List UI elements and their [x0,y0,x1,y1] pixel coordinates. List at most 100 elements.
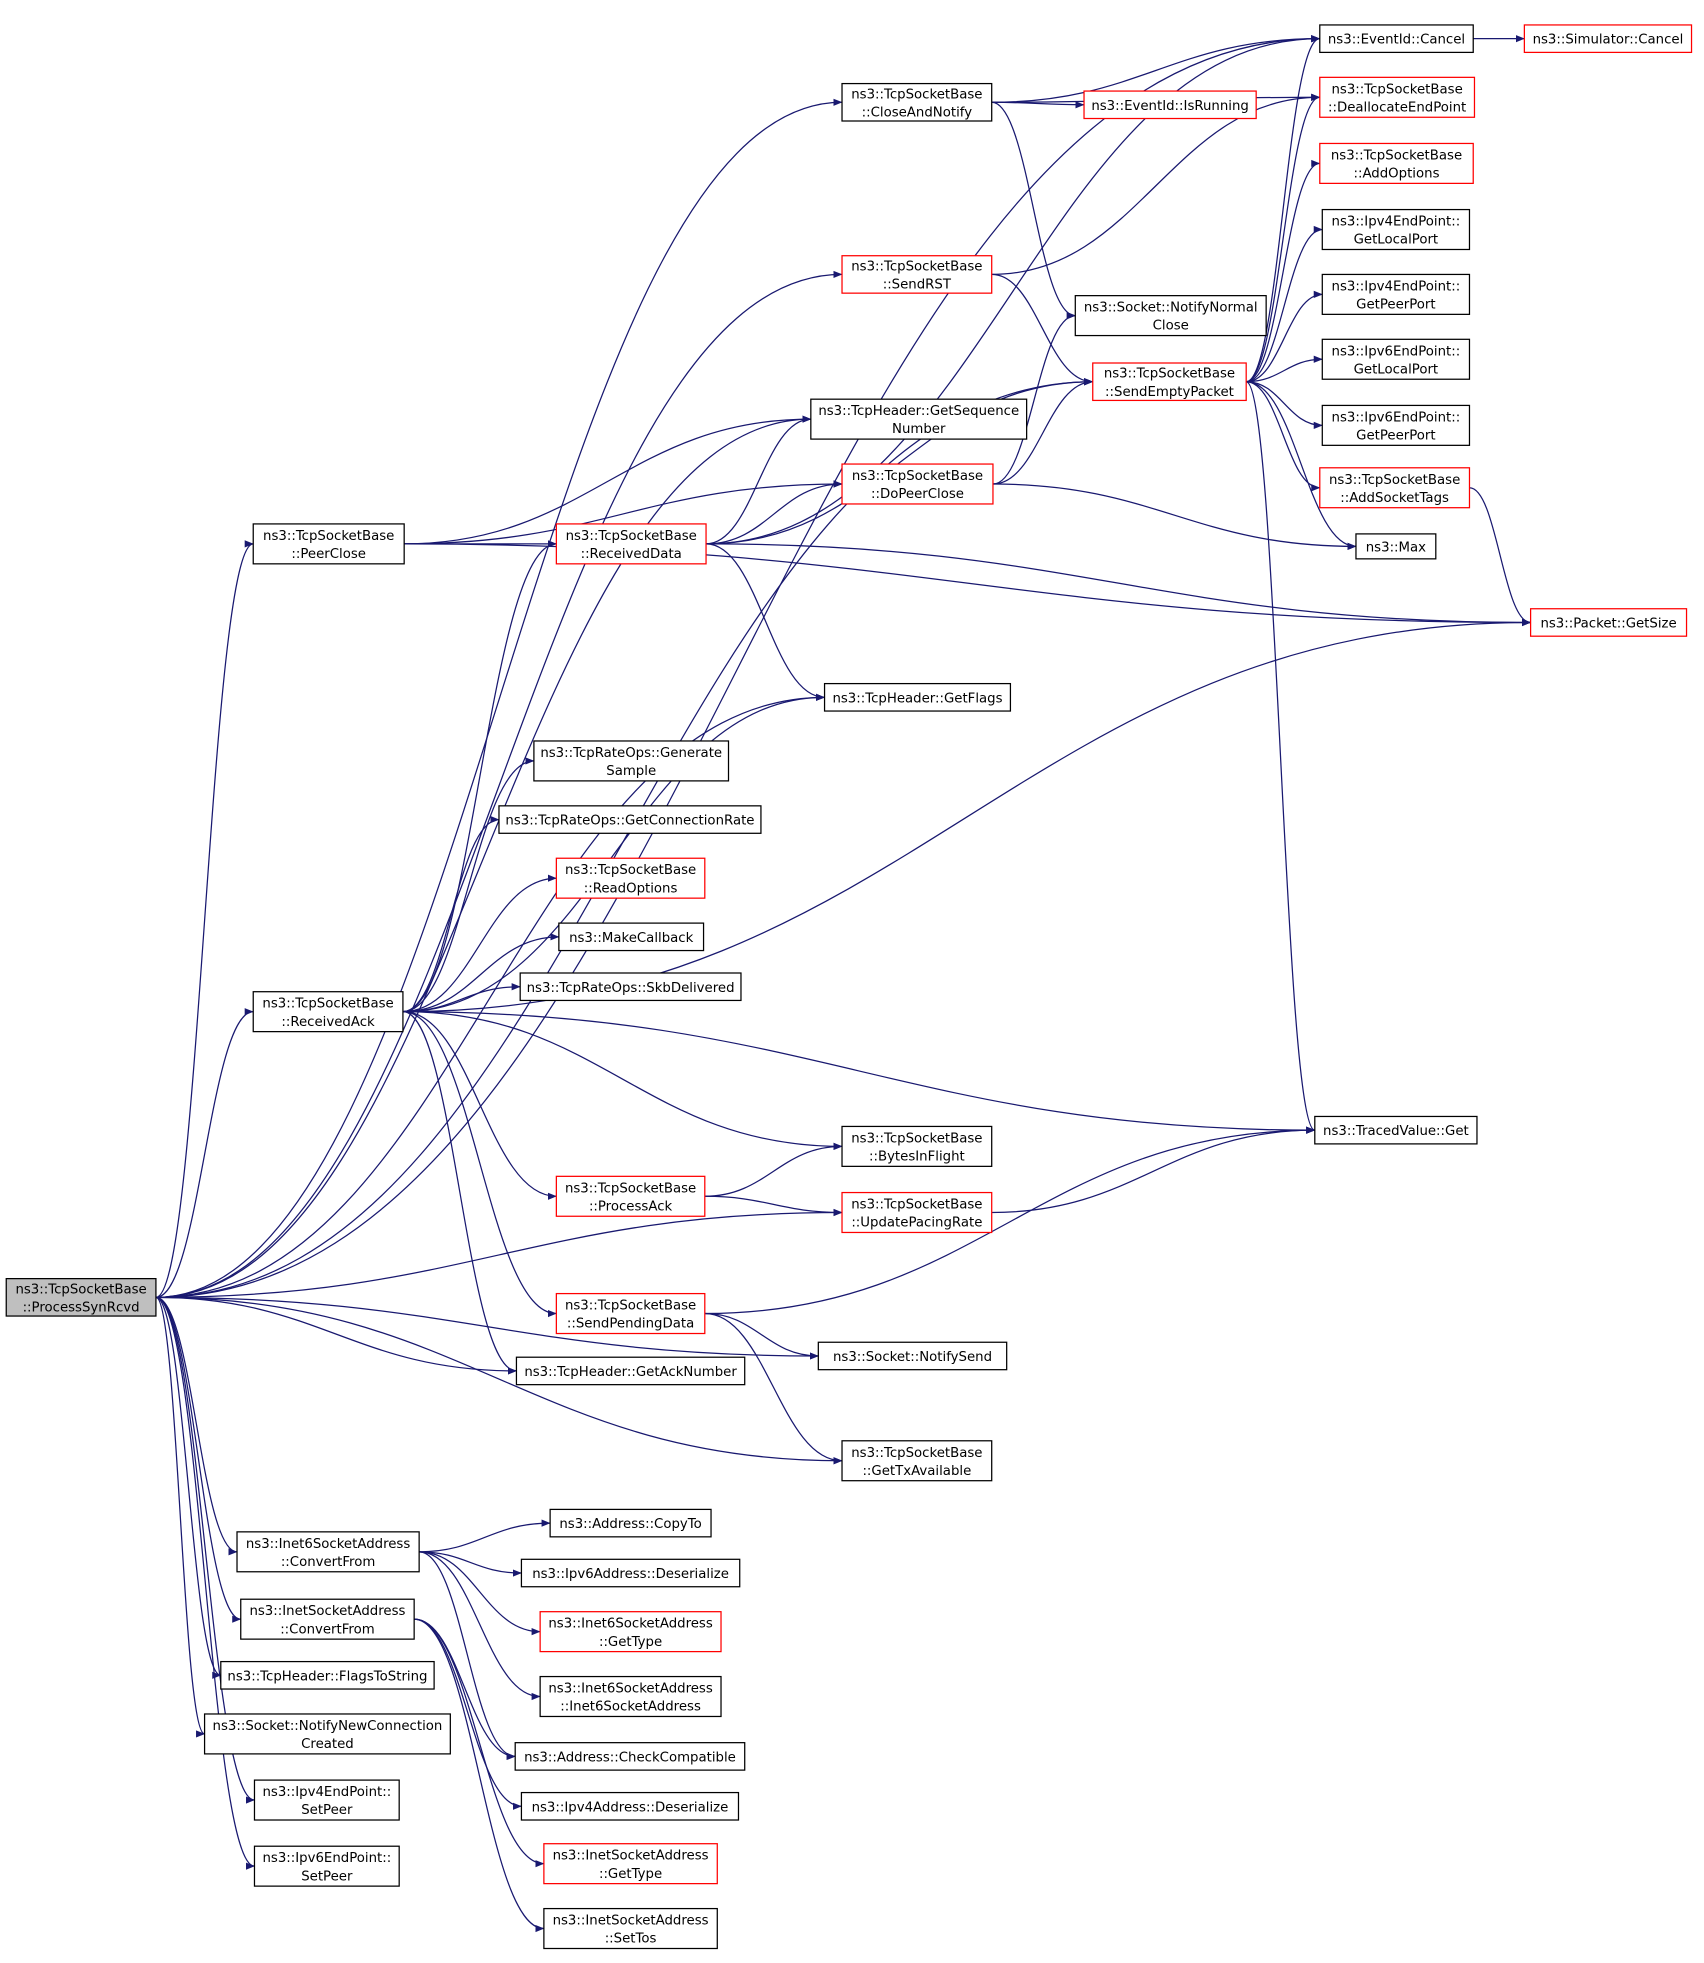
node-processAck[interactable]: ns3::TcpSocketBase::ProcessAck [555,1175,706,1217]
node-label: ::SendPendingData [567,1317,694,1332]
node-label: ns3::TcpSocketBase [565,1181,696,1196]
edge-arrow [706,480,843,545]
edge-sendEmpty-to-ipv6Peer [1246,381,1323,429]
node-dealloc[interactable]: ns3::TcpSocketBase::DeallocateEndPoint [1319,76,1476,118]
node-ipv4Local[interactable]: ns3::Ipv4EndPoint::GetLocalPort [1321,208,1471,251]
node-label: Created [301,1737,354,1752]
node-box [1321,404,1471,446]
node-box [539,1675,722,1718]
edge-arrow [1246,93,1321,383]
node-ipv4Peer[interactable]: ns3::Ipv4EndPoint::GetPeerPort [1321,273,1471,315]
node-peerClose[interactable]: ns3::TcpSocketBase::PeerClose [252,523,405,565]
edge-root-to-getSeq [155,415,812,1298]
node-ipv4Deser[interactable]: ns3::Ipv4Address::Deserialize [520,1791,740,1821]
node-label: ns3::Max [1366,540,1426,555]
edge-sendEmpty-to-addOptions [1246,159,1321,383]
node-closeNotify[interactable]: ns3::TcpSocketBase::CloseAndNotify [841,82,993,122]
edge-receivedAck-to-connRate [402,816,500,1013]
node-ipv6Deser[interactable]: ns3::Ipv6Address::Deserialize [520,1558,741,1588]
edge-arrow [991,93,1321,276]
edge-arrow [155,270,843,1298]
node-box [555,1175,706,1217]
node-addrCopyTo[interactable]: ns3::Address::CopyTo [549,1508,712,1538]
node-doPeerClose[interactable]: ns3::TcpSocketBase::DoPeerClose [841,463,994,505]
node-inetGetType[interactable]: ns3::InetSocketAddress::GetType [543,1843,718,1885]
node-getAckNum[interactable]: ns3::TcpHeader::GetAckNumber [515,1356,746,1386]
node-label: ns3::InetSocketAddress [553,1914,709,1929]
edge-arrow [402,816,500,1013]
edge-receivedAck-to-receivedData [402,540,557,1013]
edge-root-to-ipv4SetPeer [155,1296,255,1804]
node-label: GetPeerPort [1356,428,1435,443]
edge-arrow [704,1142,843,1197]
node-addTags[interactable]: ns3::TcpSocketBase::AddSocketTags [1319,467,1471,509]
node-inet6Ctor[interactable]: ns3::Inet6SocketAddress::Inet6SocketAddr… [539,1675,722,1718]
edge-sendRST-to-sendEmpty [991,273,1094,386]
edge-root-to-flagsToString [155,1296,222,1679]
node-updatePacing[interactable]: ns3::TcpSocketBase::UpdatePacingRate [841,1191,993,1234]
edge-arrow [402,540,557,1013]
node-checkCompat[interactable]: ns3::Address::CheckCompatible [514,1742,746,1771]
node-label: ns3::EventId::IsRunning [1091,99,1249,114]
node-box [1321,338,1471,380]
node-isRunning[interactable]: ns3::EventId::IsRunning [1083,90,1257,120]
node-receivedData[interactable]: ns3::TcpSocketBase::ReceivedData [555,523,707,565]
node-connRate[interactable]: ns3::TcpRateOps::GetConnectionRate [498,805,762,834]
node-box [841,1191,993,1234]
node-bytesInFlight[interactable]: ns3::TcpSocketBase::BytesInFlight [841,1125,993,1167]
node-getFlags[interactable]: ns3::TcpHeader::GetFlags [823,682,1012,712]
node-inetSetTos[interactable]: ns3::InetSocketAddress::SetTos [543,1907,718,1950]
edge-arrow [704,1126,1316,1315]
node-ipv6Local[interactable]: ns3::Ipv6EndPoint::GetLocalPort [1321,338,1471,380]
node-label: ::Inet6SocketAddress [560,1700,701,1715]
edges-layer [155,35,1532,1933]
edge-arrow [402,1011,557,1200]
node-inetConvert[interactable]: ns3::InetSocketAddress::ConvertFrom [240,1598,415,1640]
node-box [520,1558,741,1588]
node-simCancel[interactable]: ns3::Simulator::Cancel [1523,24,1693,54]
edge-arrow [1246,381,1323,429]
node-sendPending[interactable]: ns3::TcpSocketBase::SendPendingData [555,1292,706,1335]
node-label: ns3::Simulator::Cancel [1533,33,1684,48]
edge-arrow [992,378,1094,485]
node-max[interactable]: ns3::Max [1355,533,1437,560]
node-ipv4SetPeer[interactable]: ns3::Ipv4EndPoint::SetPeer [253,1779,400,1821]
node-inet6GetType[interactable]: ns3::Inet6SocketAddress::GetType [539,1611,722,1653]
edge-sendPending-to-notifySend [704,1312,819,1360]
edge-arrow [402,874,557,1013]
node-addOptions[interactable]: ns3::TcpSocketBase::AddOptions [1319,142,1474,184]
edge-doPeerClose-to-sendEmpty [992,378,1094,485]
node-label: ns3::Inet6SocketAddress [548,1682,713,1697]
node-label: ::GetTxAvailable [862,1464,971,1479]
node-flagsToString[interactable]: ns3::TcpHeader::FlagsToString [220,1660,435,1690]
node-inet6Convert[interactable]: ns3::Inet6SocketAddress::ConvertFrom [236,1531,420,1573]
node-eventCancel[interactable]: ns3::EventId::Cancel [1319,24,1474,54]
node-readOptions[interactable]: ns3::TcpSocketBase::ReadOptions [555,857,706,899]
node-ipv6Peer[interactable]: ns3::Ipv6EndPoint::GetPeerPort [1321,404,1471,446]
node-label: ns3::TcpHeader::FlagsToString [227,1669,427,1684]
node-sendEmpty[interactable]: ns3::TcpSocketBase::SendEmptyPacket [1092,362,1247,402]
node-box [519,972,742,1002]
node-box [1319,76,1476,118]
node-makeCallback[interactable]: ns3::MakeCallback [558,922,705,952]
node-root[interactable]: ns3::TcpSocketBase::ProcessSynRcvd [5,1277,157,1317]
edge-arrow [414,1618,545,1868]
node-notifySend[interactable]: ns3::Socket::NotifySend [817,1341,1008,1371]
node-receivedAck[interactable]: ns3::TcpSocketBase::ReceivedAck [252,991,404,1033]
node-getTxAvail[interactable]: ns3::TcpSocketBase::GetTxAvailable [841,1440,993,1482]
node-box [514,1742,746,1771]
node-ipv6SetPeer[interactable]: ns3::Ipv6EndPoint::SetPeer [253,1845,400,1887]
node-skbDelivered[interactable]: ns3::TcpRateOps::SkbDelivered [519,972,742,1002]
edge-updatePacing-to-tracedGet [991,1126,1316,1214]
edge-arrow [402,933,560,1013]
edge-root-to-closeNotify [155,98,843,1298]
node-getSize[interactable]: ns3::Packet::GetSize [1529,608,1688,637]
node-tracedGet[interactable]: ns3::TracedValue::Get [1314,1115,1478,1145]
edge-receivedAck-to-tracedGet [402,1011,1316,1134]
node-sendRST[interactable]: ns3::TcpSocketBase::SendRST [841,255,993,294]
